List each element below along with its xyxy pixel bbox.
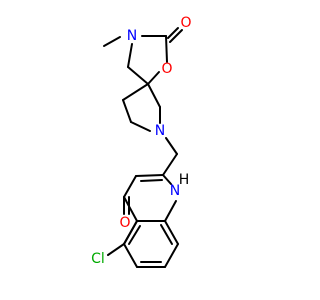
atom-n-quinolone: N — [170, 183, 180, 199]
atom-o-ketone: O — [119, 215, 130, 231]
methyl-bond — [103, 36, 121, 47]
atom-cl: Cl — [91, 251, 105, 267]
benzene-double-3a — [123, 220, 138, 245]
bond-lines — [103, 27, 183, 268]
carbonyl-bond-b — [169, 29, 183, 43]
pyridone-bond-3 — [123, 196, 138, 222]
benzene-double-3b — [128, 225, 141, 245]
carbonyl-oring-bond — [165, 35, 168, 63]
oring-spiro-bond — [147, 71, 160, 85]
n-aromatic-bond — [164, 200, 177, 222]
benzene-double-2 — [160, 224, 173, 245]
atom-labels: O N O N H N O Cl — [91, 15, 191, 267]
linker-ring-bond — [162, 153, 178, 176]
atom-nh-h: H — [179, 172, 190, 188]
c-c-bond — [122, 99, 132, 123]
pyridone-bond-2 — [123, 175, 137, 198]
cl-bond — [107, 243, 125, 256]
c-n-bond — [130, 121, 151, 132]
pyridone-double-1 — [140, 179, 163, 182]
carbonyl-bond-a — [167, 27, 179, 39]
atom-o-ring: O — [161, 61, 172, 77]
structure-diagram: O N O N H N O Cl — [91, 15, 192, 268]
pyridone-bond-1 — [135, 174, 164, 177]
spiro-c-bond — [122, 83, 149, 101]
benzene-bond-4 — [164, 243, 179, 268]
molecule-canvas: O N O N H N O Cl — [91, 15, 192, 268]
spiro-ch2-bond — [147, 83, 161, 108]
n-ch2-linker-bond — [165, 137, 178, 155]
ch2-spiro-bond — [127, 66, 149, 85]
n-ch2-bond — [127, 43, 133, 68]
atom-n-pyrrolidine: N — [155, 123, 165, 139]
benzene-bond-5 — [164, 220, 179, 245]
benzene-bond-2 — [123, 243, 138, 268]
atom-o-carbonyl: O — [180, 15, 191, 31]
n-c-bond — [162, 174, 172, 185]
atom-n-methyl: N — [127, 28, 137, 44]
